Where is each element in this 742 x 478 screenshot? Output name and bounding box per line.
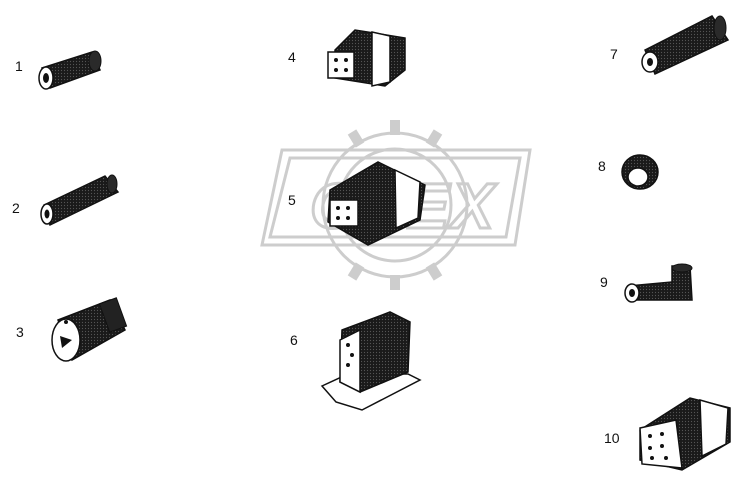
- callout-4: 4: [288, 49, 296, 65]
- part-3-round-connector: [51, 297, 128, 362]
- callout-5: 5: [288, 192, 296, 208]
- callout-1: 1: [15, 58, 23, 74]
- part-8-grommet: [621, 154, 659, 190]
- callout-6: 6: [290, 332, 298, 348]
- callout-9: 9: [600, 274, 608, 290]
- part-5-block-connector: [327, 161, 426, 246]
- callout-8: 8: [598, 158, 606, 174]
- part-9-elbow-boot: [624, 263, 693, 303]
- callout-10: 10: [604, 430, 620, 446]
- part-1-cap: [38, 50, 102, 90]
- callout-7: 7: [610, 46, 618, 62]
- watermark-frame: [260, 148, 532, 247]
- part-10-multipin-connector: [639, 397, 731, 471]
- callout-3: 3: [16, 324, 24, 340]
- part-7-long-boot: [641, 15, 730, 76]
- part-2-tapered-boot: [40, 174, 120, 227]
- callout-2: 2: [12, 200, 20, 216]
- part-6-housing-on-plate: [320, 311, 422, 411]
- part-4-rect-connector: [327, 29, 406, 87]
